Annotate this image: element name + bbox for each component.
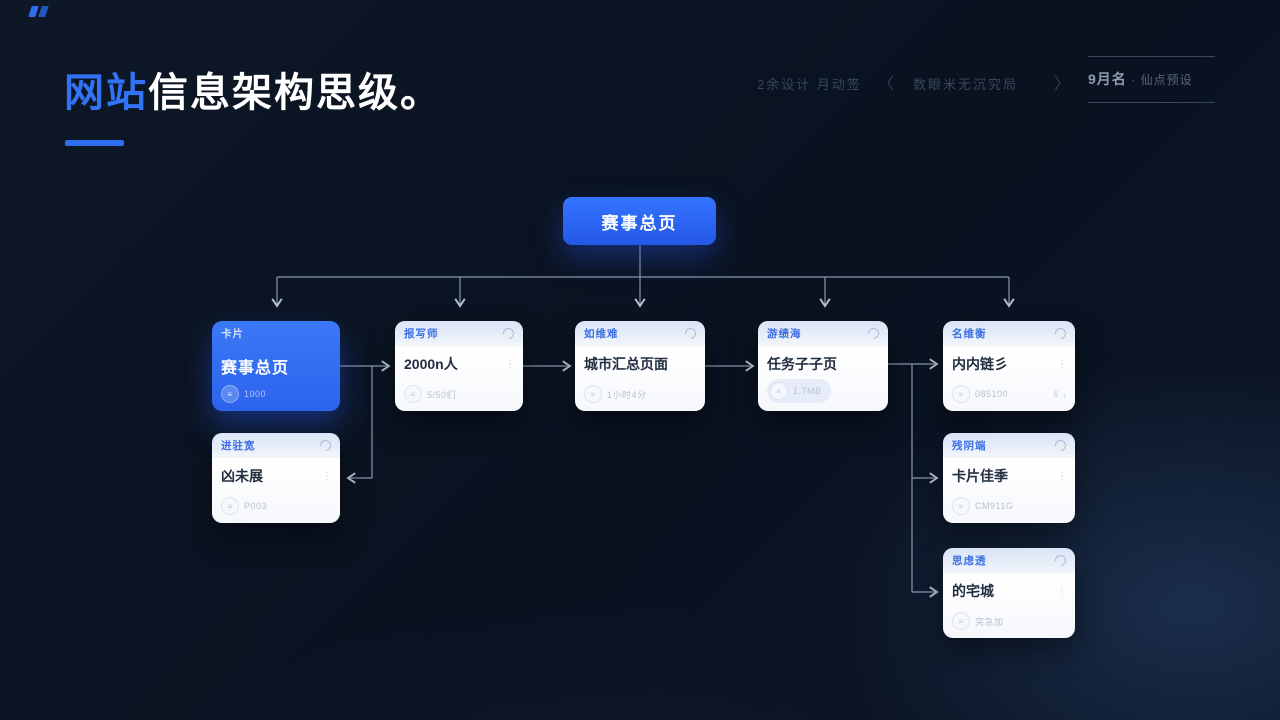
- card-2-badge: 5/50们: [427, 389, 457, 400]
- pill-circle-icon: ≡: [770, 382, 788, 400]
- card-5: 名维衡 内内链彡 ⋮ ≡ 085100 6 ↓: [943, 321, 1075, 411]
- card-7-title: 卡片佳季: [952, 468, 1008, 484]
- card-8-title: 的宅城: [952, 583, 994, 599]
- card-4-title: 任务子子页: [767, 356, 837, 372]
- card-2: 报写师 2000n人 ⋮ ≡ 5/50们: [395, 321, 523, 411]
- card-8-badge: 突急加: [975, 616, 1004, 627]
- sync-circle-icon: [1052, 325, 1069, 342]
- card-1-label: 卡片: [221, 328, 244, 340]
- card-3-label: 如维难: [584, 328, 619, 340]
- nav-right-secondary: · 仙点预设: [1131, 73, 1193, 87]
- root-node: 赛事总页: [563, 197, 716, 245]
- card-8-label: 思虑透: [952, 555, 987, 567]
- nav-right-block: 9月名 · 仙点预设: [1088, 56, 1215, 103]
- sync-circle-icon: [682, 325, 699, 342]
- title-underline: [65, 140, 124, 146]
- chevron-left-icon: 〈: [878, 76, 895, 93]
- card-2-title: 2000n人: [404, 356, 458, 372]
- highlight-pill: ≡ 1.7MB: [767, 379, 831, 403]
- card-1-title: 赛事总页: [221, 360, 290, 377]
- card-5-badge: 085100: [975, 389, 1009, 399]
- card-4-badge: 1.7MB: [793, 386, 822, 396]
- sync-circle-icon: [1052, 437, 1069, 454]
- drag-dots-icon: ⋮: [322, 470, 332, 482]
- pill-circle-icon: ≡: [952, 612, 970, 630]
- card-6-badge: P003: [244, 501, 268, 511]
- page-title-highlight: 网站: [64, 71, 148, 115]
- card-7: 残阴端 卡片佳季 ⋮ ≡ CM911G: [943, 433, 1075, 523]
- card-6-title: 凶未展: [221, 468, 263, 484]
- card-5-title: 内内链彡: [952, 356, 1008, 372]
- card-1-badge: 1000: [244, 389, 267, 399]
- page-title-rest: 信息架构思级。: [148, 71, 442, 115]
- card-3: 如维难 城市汇总页面 ≡ 1小时4分: [575, 321, 705, 411]
- root-node-label: 赛事总页: [601, 213, 678, 233]
- card-6-label: 进驻宽: [221, 440, 256, 452]
- nav-item-1: 2余设计 月动签: [757, 77, 862, 92]
- nav-item-2: 数眼米无沉究局: [913, 77, 1019, 92]
- card-4: 游绩海 任务子子页 ≡ 1.7MB: [758, 321, 888, 411]
- card-1: 卡片 赛事总页 ≡ 1000: [212, 321, 340, 411]
- card-7-label: 残阴端: [952, 440, 987, 452]
- card-4-label: 游绩海: [767, 328, 802, 340]
- pill-circle-icon: ≡: [584, 385, 602, 403]
- sync-circle-icon: [317, 437, 334, 454]
- card-8: 思虑透 的宅城 ⋮ ≡ 突急加: [943, 548, 1075, 638]
- card-3-title: 城市汇总页面: [584, 356, 668, 372]
- sync-circle-icon: [865, 325, 882, 342]
- pill-circle-icon: ≡: [404, 385, 422, 403]
- sync-circle-icon: [500, 325, 517, 342]
- card-6: 进驻宽 凶未展 ⋮ ≡ P003: [212, 433, 340, 523]
- chevron-right-icon: 〉: [1054, 76, 1071, 93]
- nav-right-primary: 9月名: [1088, 71, 1127, 87]
- pill-circle-icon: ≡: [221, 497, 239, 515]
- pill-circle-icon: ≡: [221, 385, 239, 403]
- page-title: 网站信息架构思级。: [64, 60, 442, 118]
- mini-counter: 6: [1053, 389, 1059, 399]
- card-7-badge: CM911G: [975, 501, 1014, 511]
- card-5-label: 名维衡: [952, 328, 987, 340]
- logo-mark: [28, 6, 50, 18]
- card-2-label: 报写师: [404, 328, 439, 340]
- drag-dots-icon: ⋮: [1057, 470, 1067, 482]
- drag-dots-icon: ⋮: [1057, 585, 1067, 597]
- drag-dots-icon: ⋮: [1057, 358, 1067, 370]
- drag-dots-icon: ⋮: [505, 358, 515, 370]
- pill-circle-icon: ≡: [952, 385, 970, 403]
- sync-circle-icon: [1052, 552, 1069, 569]
- pill-circle-icon: ≡: [952, 497, 970, 515]
- mini-down-arrow-icon: ↓: [1062, 389, 1067, 399]
- card-3-badge: 1小时4分: [607, 389, 647, 400]
